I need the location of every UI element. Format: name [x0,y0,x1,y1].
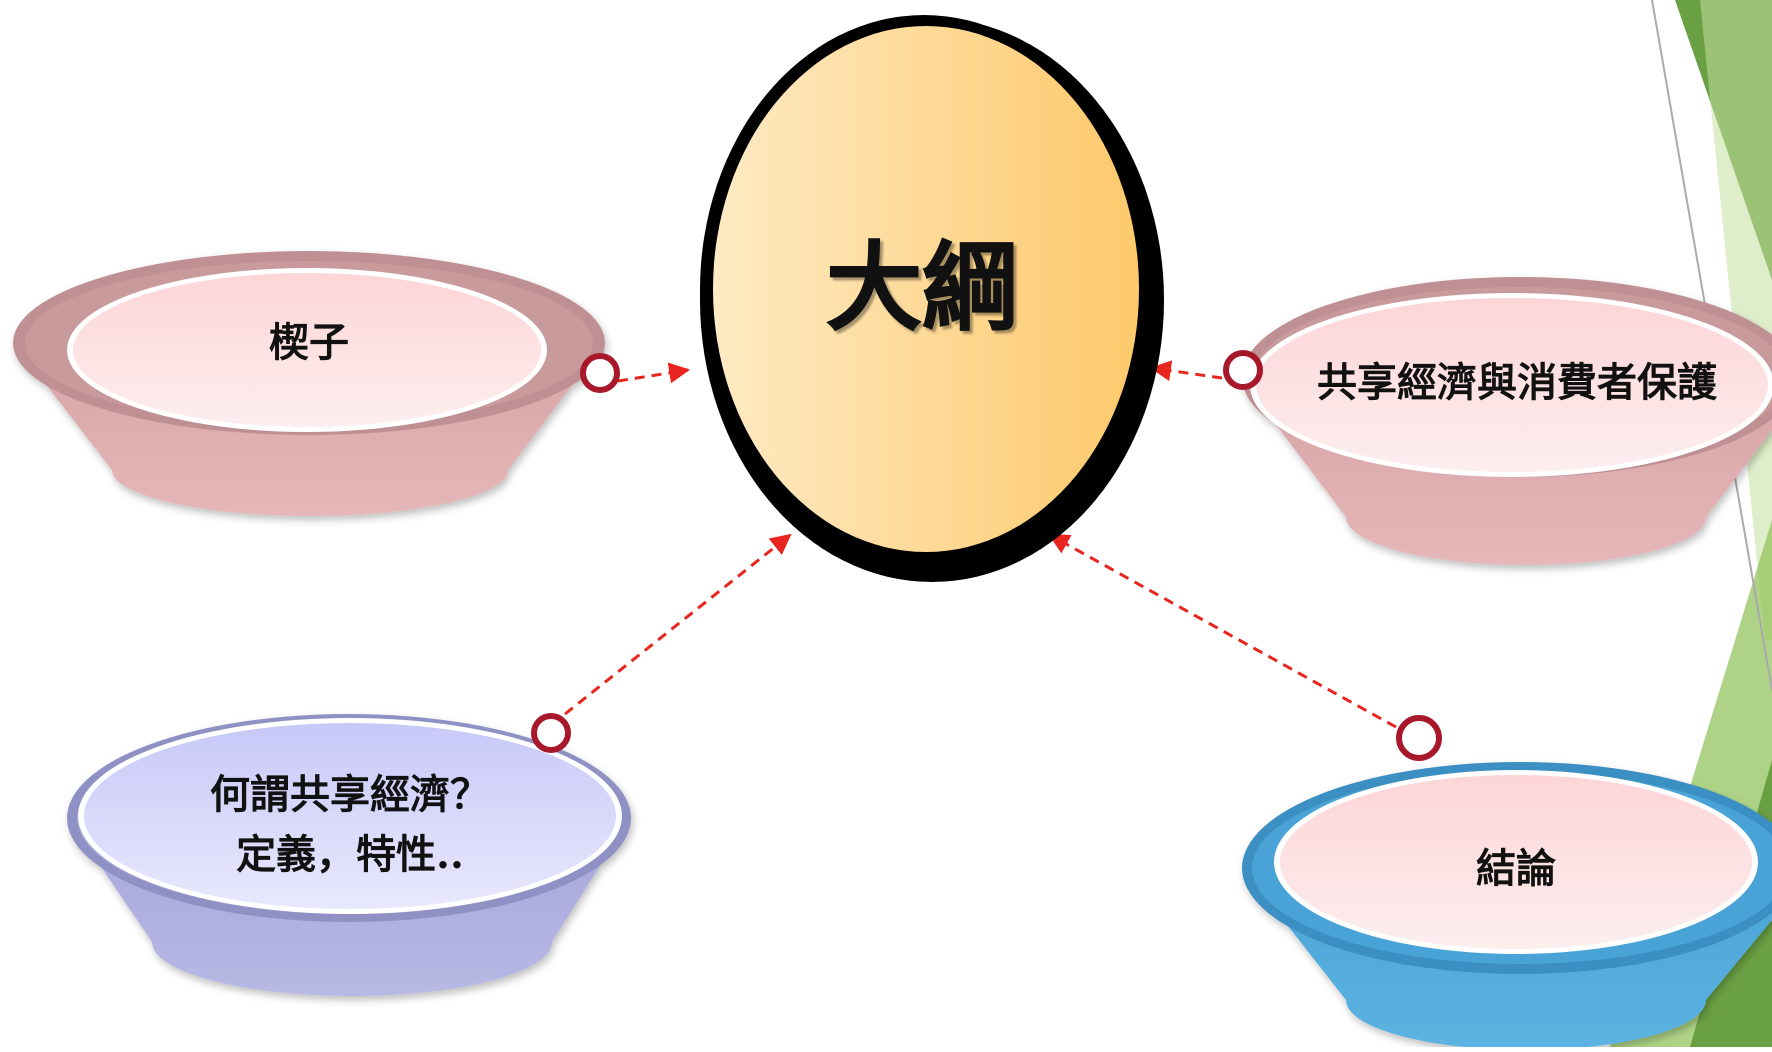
center-title: 大綱 [826,231,1018,344]
topic-label-conclusion: 結論 [1476,845,1556,892]
connectors [531,350,1442,761]
connector-ring-definition [531,713,571,753]
connector-consumer [1149,360,1223,382]
topic-bowl-intro[interactable] [13,251,605,516]
center-node[interactable]: 大綱 [700,15,1164,582]
topic-label-definition-line2: 定義，特性.. [236,831,464,878]
topic-label-definition-line1: 何謂共享經濟？ [210,771,490,818]
topic-label-consumer: 共享經濟與消費者保護 [1317,359,1718,406]
connector-definition [564,533,792,716]
topic-bowl-consumer[interactable] [1240,277,1772,565]
connector-ring-conclusion [1396,715,1442,761]
connector-ring-consumer [1223,350,1263,390]
topic-label-intro: 楔子 [269,319,349,366]
connector-conclusion [1048,533,1397,729]
connector-ring-intro [580,353,620,393]
topic-bowl-conclusion[interactable] [1242,762,1772,1050]
connector-intro [617,362,691,384]
topic-bowl-definition[interactable] [67,714,631,996]
